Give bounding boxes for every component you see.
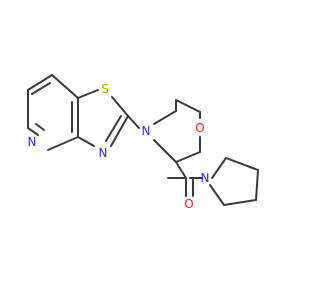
bond <box>35 123 45 131</box>
morpholine-oxygen-label: O <box>195 121 204 135</box>
bond <box>27 74 53 91</box>
bond <box>111 96 129 117</box>
bond <box>27 127 39 136</box>
bond <box>209 184 225 206</box>
pyrrolidine-nitrogen-label: N <box>201 171 210 185</box>
bond <box>47 136 79 151</box>
bonds <box>27 74 259 206</box>
bond <box>127 115 140 129</box>
bond <box>175 151 201 163</box>
carbonyl-oxygen-label: O <box>184 197 193 211</box>
thiazole-nitrogen-label: N <box>99 146 108 160</box>
bond <box>110 115 129 147</box>
bond <box>225 157 259 171</box>
morpholine-nitrogen-label: N <box>142 124 151 138</box>
bond <box>77 89 99 99</box>
bond <box>153 110 177 125</box>
bond <box>223 199 257 206</box>
bond <box>153 139 177 163</box>
bond <box>105 115 122 142</box>
molecule-structure: S N N N O O N <box>27 74 259 211</box>
bond <box>31 82 51 95</box>
bond <box>77 136 95 147</box>
bond <box>255 169 259 201</box>
bond <box>175 99 201 113</box>
bond <box>175 161 187 179</box>
sulfur-atom-label: S <box>101 82 109 96</box>
pyridine-nitrogen-label: N <box>28 135 37 149</box>
bond <box>211 157 227 179</box>
atom-labels: S N N N O O N <box>28 82 210 211</box>
bond <box>51 74 79 99</box>
